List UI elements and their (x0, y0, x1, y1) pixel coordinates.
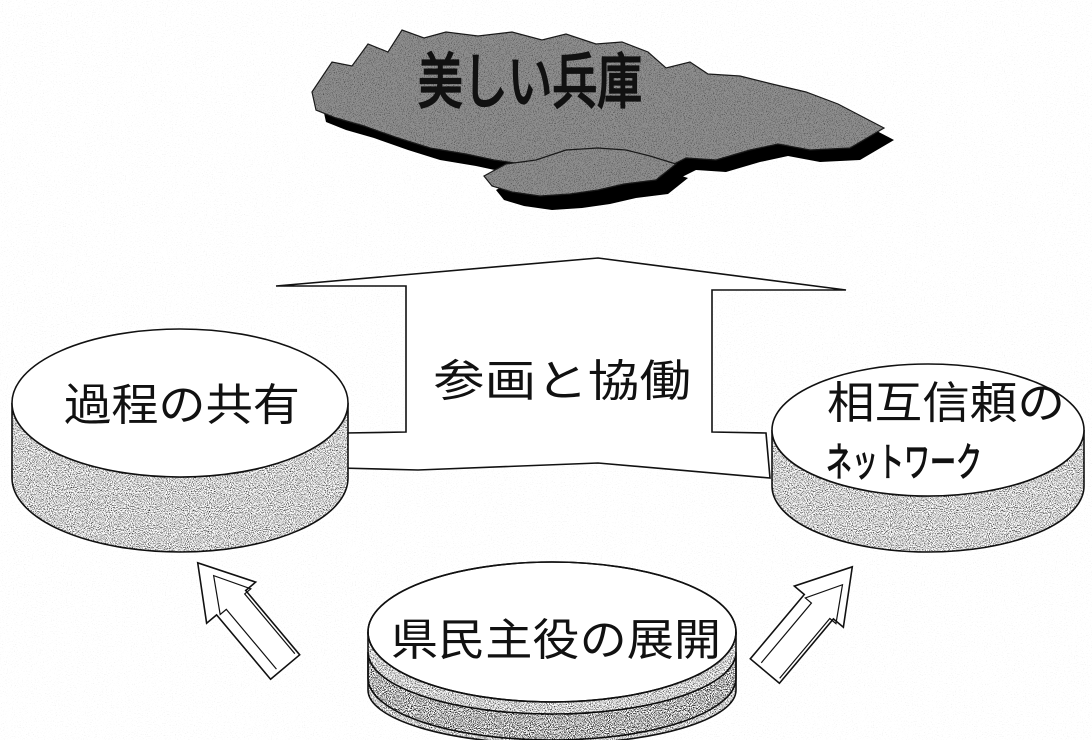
big-up-arrow-outline (275, 257, 847, 479)
right-disc-label-line1: 相互信頼の (827, 378, 1065, 429)
right-disc: 相互信頼の ネットワーク (771, 363, 1085, 553)
bottom-disc-label: 県民主役の展開 (391, 615, 721, 666)
center-label: 参画と協働 (433, 356, 691, 407)
left-disc: 過程の共有 (11, 328, 349, 553)
left-disc-top (11, 328, 349, 478)
right-up-arrow-outline (749, 565, 854, 685)
bottom-disc: 県民主役の展開 (367, 561, 737, 740)
big-up-arrow: 参画と協働 (275, 257, 847, 479)
left-up-arrow-outline (196, 561, 301, 681)
left-up-arrow (196, 561, 301, 681)
island-title-graphic: 美しい兵庫 (311, 29, 894, 210)
right-disc-top (771, 363, 1085, 497)
right-up-arrow (749, 565, 854, 685)
diagram-title: 美しい兵庫 (418, 48, 642, 118)
left-disc-label: 過程の共有 (64, 380, 300, 431)
right-disc-label-line2: ネットワーク (826, 440, 982, 486)
